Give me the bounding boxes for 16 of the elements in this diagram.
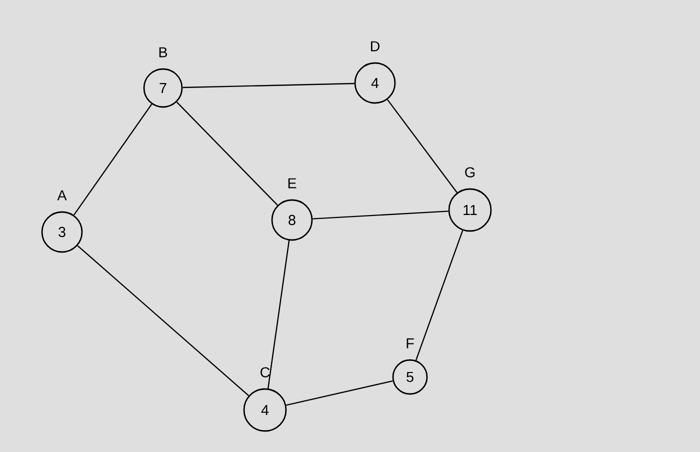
edge-line [73,104,152,216]
edge-line [176,102,278,206]
node-letter: C [260,367,270,378]
node-letter: B [159,47,168,58]
edge-line [182,82,354,88]
edge-line [386,99,458,193]
node-letter: F [406,338,414,348]
edge-line [286,380,393,406]
edge-line [77,245,250,396]
node-letter: A [57,190,67,200]
edge-line [312,210,448,220]
edge-line [267,240,290,389]
node-letter: G [465,167,475,178]
node-letter: E [288,178,296,188]
node-letter: D [370,41,380,52]
edge-line [415,230,464,361]
